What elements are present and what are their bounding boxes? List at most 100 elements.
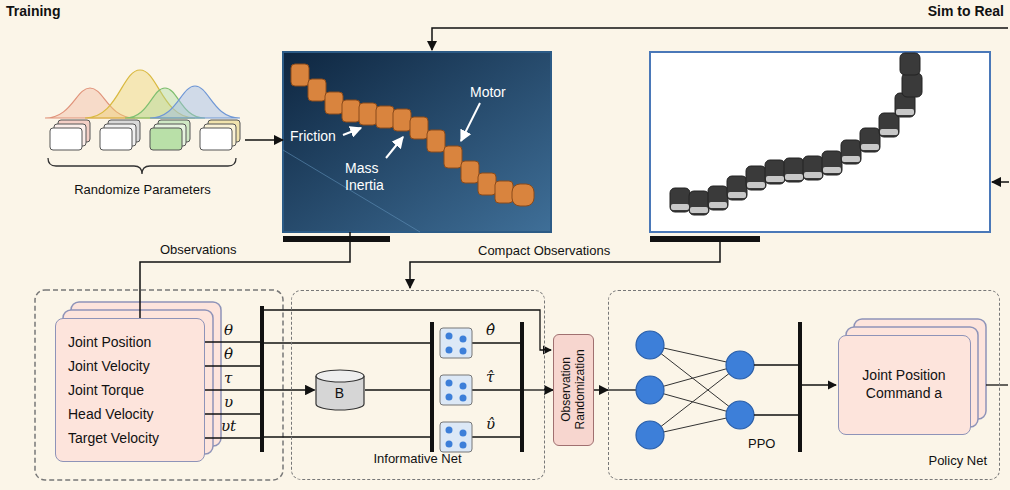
- cylinder-top: [316, 370, 364, 382]
- brace: [48, 158, 236, 174]
- module-band: [861, 144, 879, 150]
- neuron-dot: [460, 395, 467, 402]
- module-band: [671, 204, 689, 210]
- snake-module: [359, 103, 377, 125]
- callout-arrow: [343, 128, 361, 135]
- connector: [594, 389, 608, 391]
- module-band: [823, 167, 841, 173]
- neuron-dot: [446, 441, 453, 448]
- observation-card: Joint PositionJoint VelocityJoint Torque…: [55, 318, 205, 462]
- parameter-cards: [50, 120, 240, 150]
- signal-line: [205, 365, 260, 366]
- neuron-dot: [460, 430, 467, 437]
- signal-line: [205, 437, 260, 438]
- informative-net-group: B Informative Net: [291, 290, 545, 480]
- snake-module: [410, 117, 428, 139]
- estimate-symbol: τ̂: [486, 368, 494, 386]
- bus-bar: [798, 322, 802, 452]
- input-arrow: [992, 181, 1009, 183]
- buffer-label: B: [335, 385, 344, 403]
- estimator-box: [440, 328, 472, 358]
- bypass-line: [264, 310, 551, 350]
- module-band: [804, 172, 822, 178]
- snake-module: [670, 188, 690, 212]
- connector: [545, 389, 553, 391]
- estimator-box: [440, 375, 472, 405]
- neuron: [636, 421, 664, 449]
- real-robot-panel: [650, 52, 990, 232]
- estimator-box: [440, 422, 472, 452]
- bus-bar: [430, 322, 434, 452]
- connector: [245, 139, 283, 141]
- observation-item: Joint Velocity: [68, 354, 150, 378]
- edge-label: Observations: [160, 242, 237, 258]
- feedback-arrow: [432, 28, 1008, 50]
- observation-item: Head Velocity: [68, 402, 154, 426]
- floor-edge: [283, 150, 420, 232]
- neuron: [726, 351, 754, 379]
- callout-arrow: [386, 137, 403, 158]
- snake-highlights: [671, 109, 914, 213]
- card: [50, 128, 82, 150]
- signal-symbol: υ: [224, 393, 233, 411]
- bus-bar: [520, 322, 524, 452]
- network-neurons: [636, 331, 754, 449]
- callout-label: Motor: [470, 84, 506, 101]
- signal-symbol: θ: [224, 321, 233, 339]
- module-band: [747, 182, 765, 188]
- estimate-symbol: θ̂: [486, 321, 495, 339]
- signal-line: [264, 342, 430, 343]
- snake-module: [427, 130, 445, 152]
- distribution-curves: [45, 70, 240, 118]
- snake-module: [727, 176, 747, 200]
- signal-line: [472, 342, 520, 343]
- snake-module: [765, 160, 785, 184]
- snake-module: [900, 53, 920, 75]
- snake-module: [803, 156, 823, 180]
- neuron-dot: [460, 336, 467, 343]
- observation-item: Target Velocity: [68, 426, 159, 450]
- signal-line: [754, 365, 798, 415]
- snake-module: [746, 166, 766, 190]
- policy-net-group: Joint Position Command aPolicy Net: [608, 290, 1000, 480]
- output-line: [986, 384, 1008, 385]
- panel-bar: [650, 236, 760, 242]
- snake-module: [291, 64, 309, 86]
- buffer-cylinder: B: [315, 369, 365, 411]
- neuron: [636, 331, 664, 359]
- simulation-panel: [283, 52, 551, 232]
- signal-line: [472, 436, 520, 437]
- snake-module: [308, 79, 326, 101]
- module-band: [709, 202, 727, 208]
- network-label: PPO: [748, 436, 775, 452]
- neuron-dot: [446, 394, 453, 401]
- flow-label: Compact Observations: [478, 243, 610, 259]
- neuron-dot: [460, 442, 467, 449]
- callout-label: Mass Inertia: [345, 160, 405, 194]
- group-title: Informative Net: [292, 451, 543, 467]
- observation-item: Joint Position: [68, 330, 151, 354]
- callout-arrow: [461, 103, 480, 141]
- signal-line: [264, 436, 430, 437]
- signal-lines: [205, 310, 551, 438]
- snake-module: [708, 186, 728, 210]
- module-band: [728, 192, 746, 198]
- neuron-dot: [460, 348, 467, 355]
- snake-module: [512, 184, 534, 206]
- snake-module: [325, 92, 343, 114]
- snake-module: [902, 73, 922, 97]
- estimate-symbol: υ̂: [486, 415, 495, 433]
- module-band: [785, 174, 803, 180]
- snake-module: [461, 161, 479, 183]
- gaussian-curve: [150, 86, 240, 118]
- panel-bar: [283, 236, 390, 242]
- module-band: [896, 109, 914, 115]
- callout-label: Friction: [290, 128, 336, 145]
- snake-module: [784, 158, 804, 182]
- randomization-block: Randomize Parameters: [40, 50, 245, 212]
- connector: [205, 389, 315, 391]
- neuron-dot: [446, 427, 453, 434]
- snake-module: [376, 106, 394, 128]
- neuron-dots: [446, 333, 467, 449]
- signal-line: [472, 389, 520, 390]
